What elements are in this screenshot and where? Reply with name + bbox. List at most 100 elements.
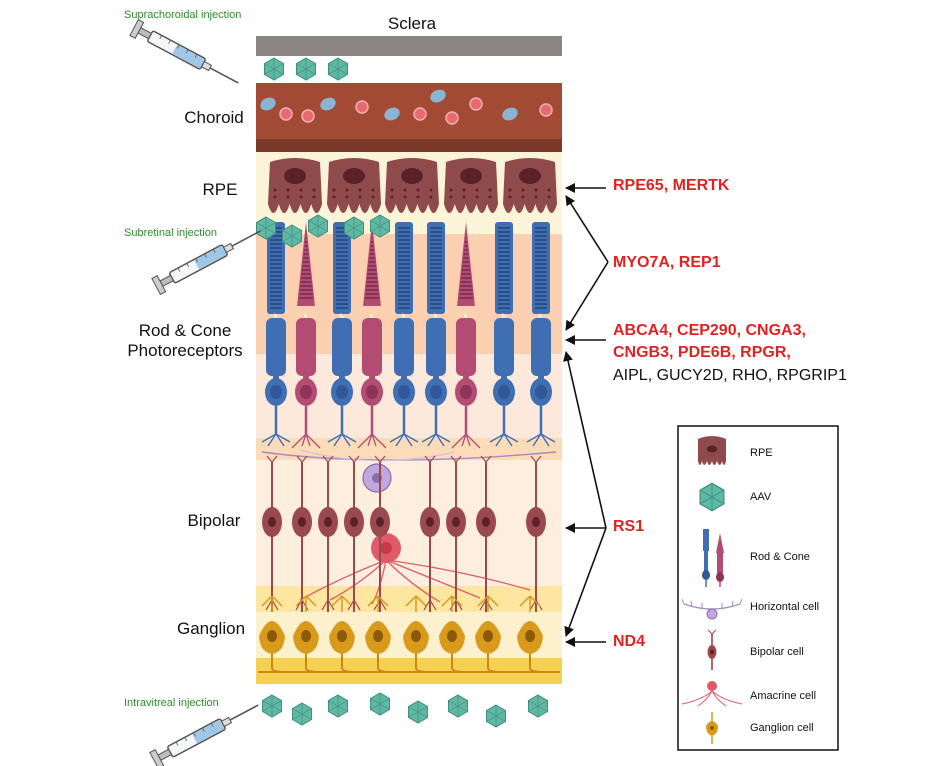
ganglion-nucleus [525,630,535,642]
aav-capsid-icon [262,694,282,718]
cone-outer-segment [363,222,381,306]
blood-cell [502,107,518,121]
aav-capsid-icon [408,700,428,724]
legend-label-bipolar: Bipolar cell [750,646,804,658]
rpe-cell [327,158,381,213]
bipolar-dendrite [348,455,360,463]
aav-capsid-icon [308,214,328,238]
arrow-myo-to-photo [565,261,609,331]
aav-capsid-icon [328,694,348,718]
rpe-pigment-granule [390,195,394,199]
cone-outer-segment [297,222,315,306]
rod-photoreceptor [526,222,556,447]
red-blood-cell [469,97,483,111]
gene-photo-red-line2: CNGB3, PDE6B, RPGR, [613,344,791,361]
rpe-label: RPE [202,180,238,199]
bipolar-terminal [423,599,437,611]
rpe-pigment-granule [273,195,277,199]
bipolar-dendrite [296,455,308,463]
inner-segment [531,318,551,376]
rpe-pigment-granule [371,188,375,192]
rod-photoreceptor [421,222,451,447]
cone-photoreceptor [357,222,387,449]
aav-capsid-icon [292,702,312,726]
bipolar-dendrite [424,455,436,463]
rpe-cell-body [503,158,557,213]
ganglion-nucleus [447,630,457,642]
choroid-blood-cells [260,89,553,125]
rpe-cell-body [327,158,381,213]
cone-outer-segment [457,222,475,306]
ganglion-cell [475,595,503,673]
bipolar-dendrite [266,455,278,463]
horizontal-cell [261,449,557,493]
aav-capsid-icon [370,692,390,716]
bipolar-dendrite [480,455,492,463]
blood-cell [320,97,336,111]
inner-segment [394,318,414,376]
aav-capsid-icon [296,57,316,81]
rpe-pigment-granule [358,195,362,199]
bipolar-nucleus [482,517,490,527]
rpe-pigment-granule [345,188,349,192]
inner-segment [332,318,352,376]
cone-photoreceptor [291,222,321,449]
blood-cell [260,97,276,111]
cone-pedicle [291,433,321,449]
bipolar-cell [292,455,312,612]
photoreceptor-nucleus [336,385,348,399]
legend-box [677,425,839,751]
bipolar-nucleus [350,517,358,527]
legend-label-horizontal: Horizontal cell [750,601,820,613]
rpe-pigment-granule [299,188,303,192]
bipolar-terminal [265,599,279,611]
choroid-bottom-band [256,139,562,152]
rpe-cell [444,158,498,213]
rod-spherule [389,433,419,447]
ganglion-dendrites [441,595,463,612]
bipolar-cell [318,455,338,612]
ganglion-dendrites [331,595,353,612]
rpe-pigment-granule [488,188,492,192]
gene-nd4: ND4 [613,633,646,650]
rpe-pigment-granule [508,188,512,192]
rod-spherule [421,433,451,447]
amacrine-nucleus [380,542,392,554]
intravitreal-injection-label: Intravitreal injection [124,697,219,709]
ganglion-dendrites [367,595,389,612]
photoreceptor-nucleus [366,385,378,399]
aav-capsid-icon [344,216,364,240]
rpe-pigment-granule [332,188,336,192]
aav-capsid-icon [256,216,276,240]
rpe-pigment-granule [286,195,290,199]
photoreceptor-nucleus [270,385,282,399]
rpe-nucleus [401,168,423,184]
rpe-pigment-granule [521,188,525,192]
sclera-layer [256,36,562,56]
gene-photo-black-line: AIPL, GUCY2D, RHO, RPGRIP1 [613,367,847,384]
bipolar-nucleus [298,517,306,527]
rpe-pigment-granule [475,195,479,199]
red-blood-cell [279,107,293,121]
gene-rpe65-mertk: RPE65, MERTK [613,177,730,194]
rpe-pigment-granule [273,188,277,192]
sclera-label: Sclera [387,14,437,33]
bipolar-cell-icon [707,629,717,670]
red-blood-cell [445,111,459,125]
photoreceptors-label-line2: Photoreceptors [127,341,243,360]
bipolar-cell [262,455,282,612]
rpe-pigment-granule [390,188,394,192]
rpe-pigment-granule [299,195,303,199]
rpe-nucleus [343,168,365,184]
bipolar-nucleus [532,517,540,527]
horizontal-cell-icon [681,598,743,620]
rpe-pigment-granule [429,188,433,192]
bipolar-cell [420,455,440,612]
photoreceptors-label-line1: Rod & Cone [138,321,232,340]
rpe-pigment-granule [416,188,420,192]
rpe-pigment-granule [547,188,551,192]
bipolar-nucleus [376,517,384,527]
red-blood-cell [413,107,427,121]
photoreceptor-nucleus [498,385,510,399]
aav-capsid-icon [264,57,284,81]
